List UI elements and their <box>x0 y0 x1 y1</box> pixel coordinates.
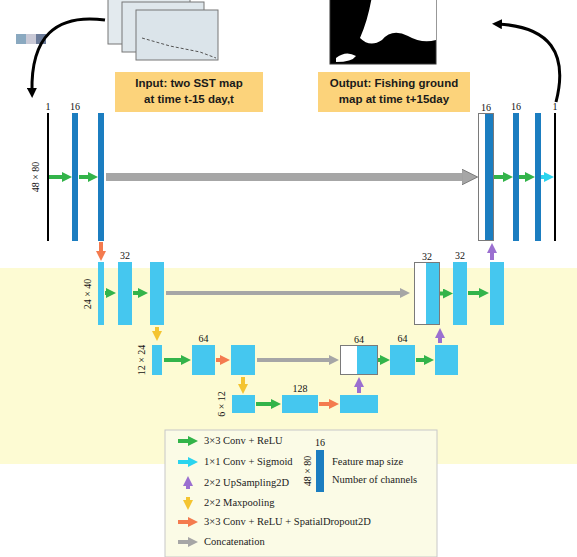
legend-text: 3×3 Conv + ReLU + SpatialDropout2D <box>204 514 371 530</box>
feature-map <box>232 395 255 413</box>
channel-count: 16 <box>70 101 80 112</box>
conv-arrow <box>416 358 428 362</box>
legend-swatch <box>178 520 192 524</box>
feature-map: 128 <box>282 395 318 413</box>
legend-swatch <box>186 482 190 489</box>
feature-map: 64 <box>390 345 415 375</box>
conv-arrow <box>256 402 275 406</box>
feature-map: 16 <box>72 113 78 241</box>
sst-front-line <box>142 38 216 58</box>
legend-feature-map <box>316 450 324 492</box>
legend-swatch <box>178 540 192 544</box>
caption-box: Output: Fishing ground map at time t+15d… <box>318 72 470 112</box>
dimension-label: 6 × 12 <box>216 391 228 417</box>
maxpool-arrow <box>241 377 245 388</box>
feature-map: 16 <box>478 113 494 241</box>
conv-arrow <box>164 358 185 362</box>
channel-count: 16 <box>315 437 325 449</box>
legend-box <box>165 430 437 557</box>
input-icon <box>26 34 36 44</box>
feature-map: 32 <box>453 262 467 325</box>
channel-count: 32 <box>120 250 130 261</box>
dropout-arrow <box>99 242 103 255</box>
upsample-arrow <box>438 334 442 343</box>
legend-text: 2×2 Maxpooling <box>204 495 274 511</box>
feature-map <box>535 113 541 241</box>
conv-arrow <box>440 292 447 296</box>
upsample-arrow <box>490 249 494 260</box>
feature-map <box>435 345 458 375</box>
channel-count: 1 <box>553 101 558 112</box>
feature-map: 64 <box>340 345 378 375</box>
legend-swatch <box>178 439 192 443</box>
legend-text: 3×3 Conv + ReLU <box>204 433 283 449</box>
sst-map-image <box>136 10 218 60</box>
dropout-arrow <box>319 402 333 406</box>
fishing-ground-region <box>360 0 436 44</box>
fishing-ground-image <box>330 0 436 64</box>
dimension-label: 24 × 40 <box>82 279 94 310</box>
box-text: Input: two SST map at time t-15 day,t <box>130 76 248 107</box>
legend-text: Feature map size <box>332 454 403 470</box>
feature-map <box>340 395 378 413</box>
upsample-arrow <box>357 383 361 393</box>
sigmoid-arrow <box>541 175 548 179</box>
input-flow-arrow <box>32 19 105 92</box>
feature-map: 1 <box>554 113 556 241</box>
feature-map: 32 <box>414 262 440 325</box>
channel-count: 64 <box>398 333 408 344</box>
dimension-label: 12 × 24 <box>136 345 148 376</box>
legend-text: Number of channels <box>332 472 417 488</box>
feature-map <box>98 113 104 241</box>
feature-map <box>231 345 255 375</box>
legend-text: Concatenation <box>204 534 265 550</box>
conv-arrow <box>494 175 507 179</box>
concatenation-arrow <box>257 358 333 362</box>
feature-map: 64 <box>192 345 215 375</box>
conv-arrow <box>378 358 384 362</box>
conv-arrow <box>468 291 483 295</box>
concatenation-arrow <box>106 173 468 181</box>
caption-box: Input: two SST map at time t-15 day,t <box>115 72 263 112</box>
channel-count: 16 <box>481 102 491 113</box>
channel-count: 32 <box>422 251 432 262</box>
legend-swatch <box>186 497 190 504</box>
feature-map <box>490 262 504 325</box>
feature-map: 1 <box>47 113 49 241</box>
channel-count: 128 <box>293 383 308 394</box>
feature-map <box>98 262 104 325</box>
input-icon <box>16 34 26 44</box>
conv-arrow <box>133 291 142 295</box>
conv-arrow <box>49 175 66 179</box>
feature-map <box>152 345 162 375</box>
box-text: Output: Fishing ground map at time t+15d… <box>326 76 462 107</box>
dimension-label: 48 × 80 <box>30 162 42 193</box>
feature-map <box>150 262 164 325</box>
channel-count: 1 <box>46 101 51 112</box>
channel-count: 64 <box>199 333 209 344</box>
feature-map: 32 <box>118 262 132 325</box>
feature-map: 16 <box>513 113 519 241</box>
conv-arrow <box>519 175 529 179</box>
dimension-label: 48 × 80 <box>302 456 314 487</box>
conv-arrow <box>79 175 92 179</box>
legend-text: 2×2 UpSampling2D <box>204 475 289 491</box>
channel-count: 64 <box>354 334 364 345</box>
maxpool-arrow <box>155 327 159 335</box>
channel-count: 16 <box>511 101 521 112</box>
legend-swatch <box>178 460 192 464</box>
legend-text: 1×1 Conv + Sigmoid <box>204 454 293 470</box>
fishing-ground-region <box>336 53 356 62</box>
concatenation-arrow <box>166 291 404 295</box>
output-flow-arrow <box>498 24 560 102</box>
channel-count: 32 <box>455 250 465 261</box>
dropout-arrow <box>216 358 224 362</box>
conv-arrow <box>105 291 110 295</box>
